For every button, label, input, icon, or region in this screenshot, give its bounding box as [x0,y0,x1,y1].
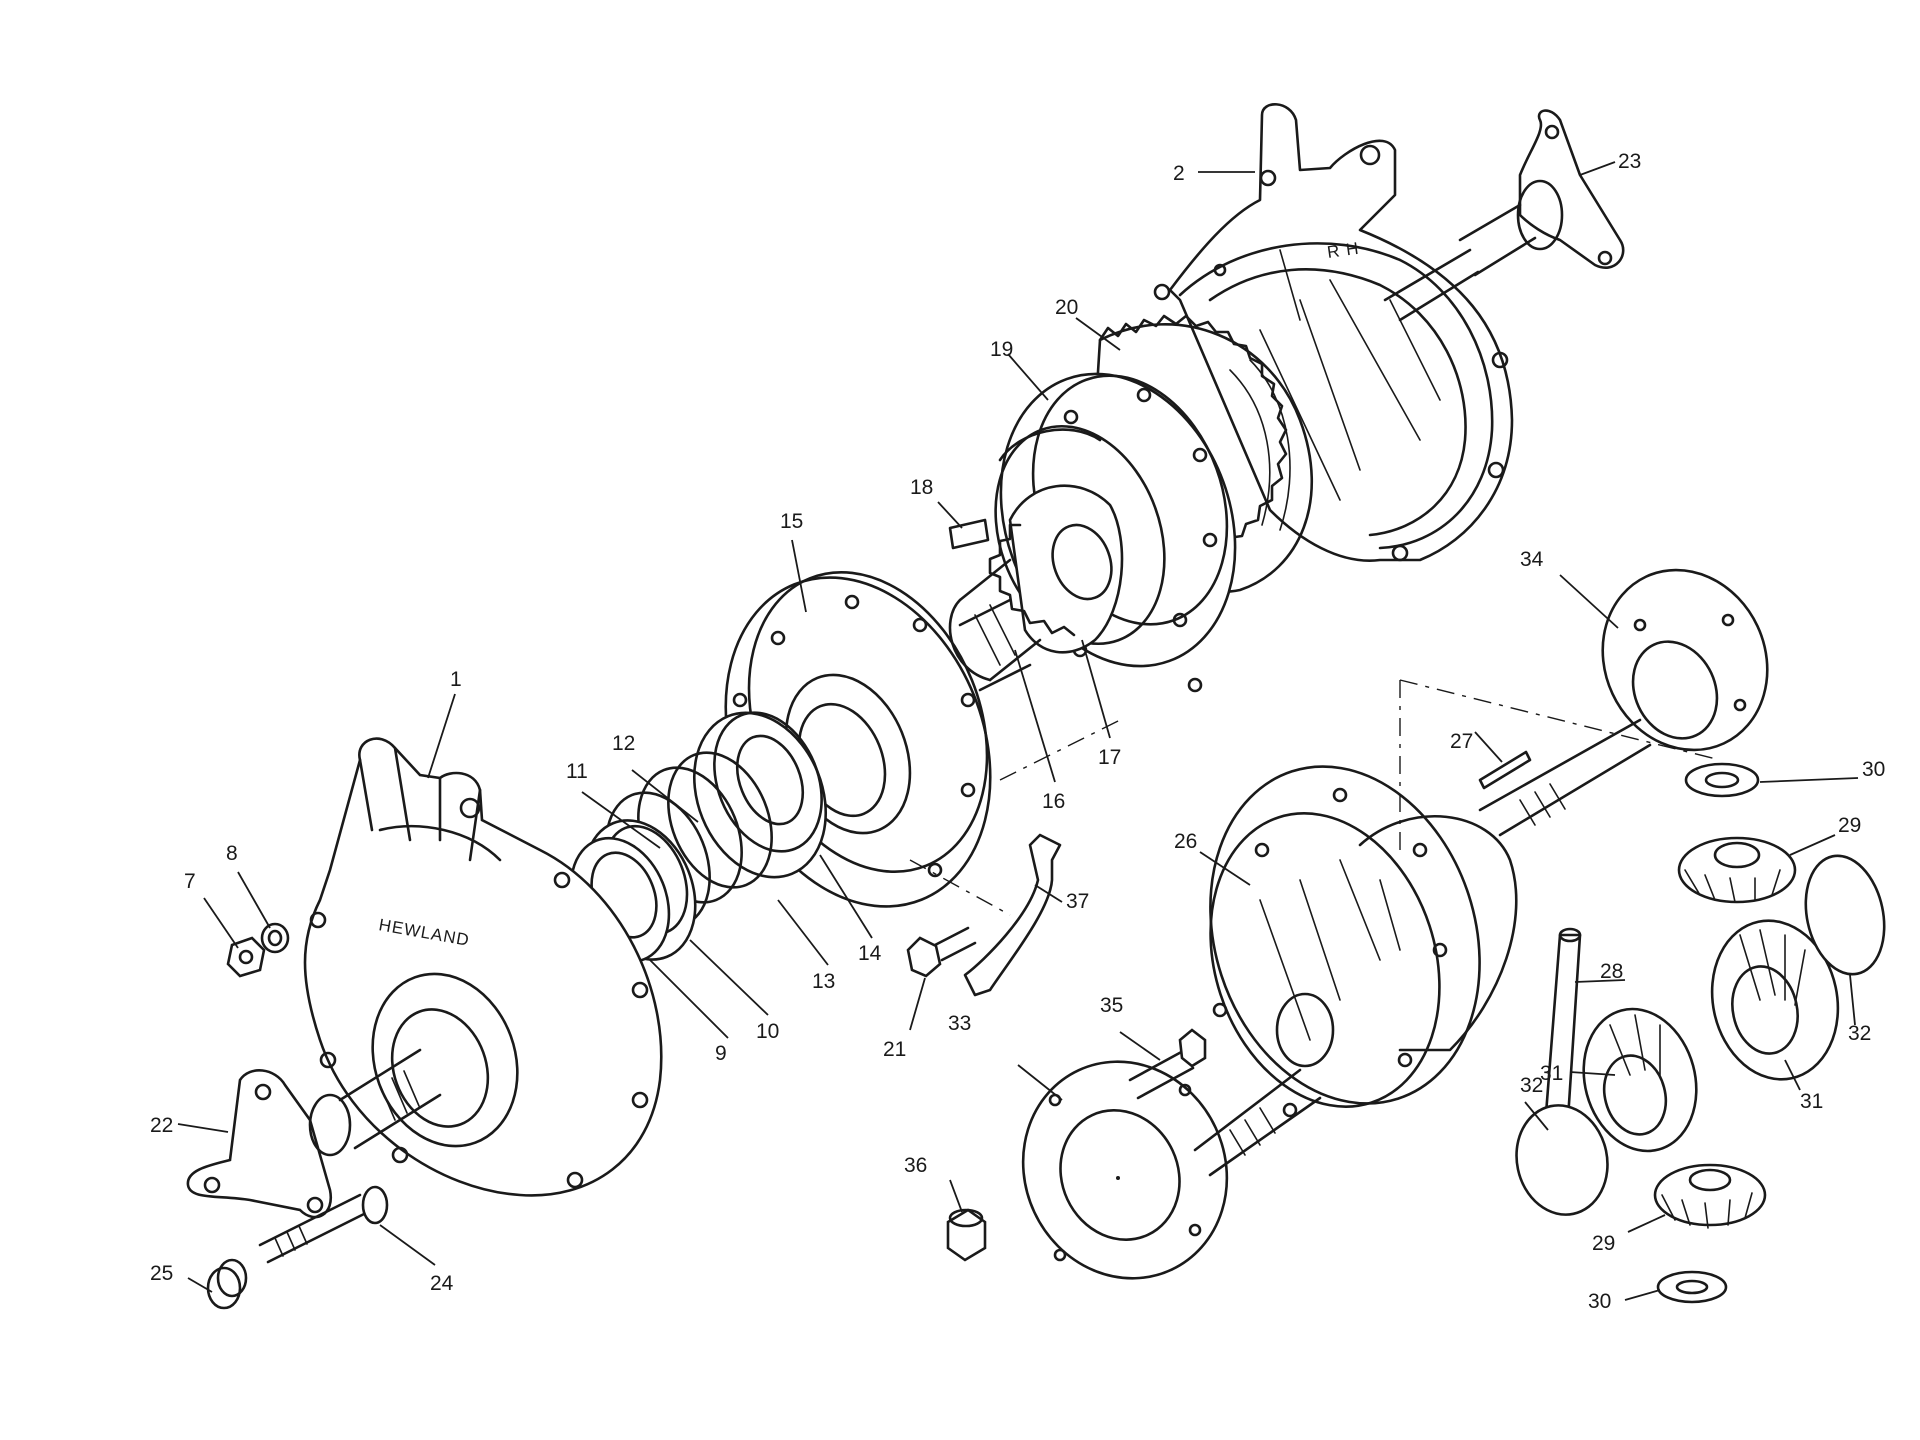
side-gear-part-31-upper [1710,919,1840,1081]
nut-part-7 [226,936,266,978]
thrust-washer-part-32-left [1515,1104,1609,1216]
thrust-washer-part-30-upper [1684,762,1760,798]
thrust-washer-part-30-lower [1656,1270,1728,1304]
callout-20: 20 [1055,296,1078,319]
callout-32-right: 32 [1848,1022,1871,1045]
callout-29-lower: 29 [1592,1232,1615,1255]
callout-37: 37 [1066,890,1089,913]
callout-2: 2 [1173,162,1185,185]
callout-31-left: 31 [1540,1062,1563,1085]
callout-17: 17 [1098,746,1121,769]
bolt-part-35 [1128,1028,1207,1100]
side-gear-part-31-lower [1582,1007,1698,1153]
callout-25: 25 [150,1262,173,1285]
part-callouts: 1 2 7 8 9 10 11 12 13 14 15 16 17 18 19 … [150,150,1885,1313]
bush-part-36 [946,1208,987,1262]
planet-gear-part-29-lower [1653,1163,1767,1229]
callout-22: 22 [150,1114,173,1137]
callout-24: 24 [430,1272,454,1295]
washer-part-8 [260,922,290,954]
callout-12: 12 [612,732,635,755]
callout-27: 27 [1450,730,1473,753]
callout-8: 8 [226,842,238,865]
output-flange-part-34 [1478,568,1769,837]
callout-23: 23 [1618,150,1641,173]
bolt-part-21 [906,926,977,978]
callout-1: 1 [450,668,462,691]
output-flange-part-33 [1021,1060,1322,1280]
callout-33: 33 [948,1012,971,1035]
callout-19: 19 [990,338,1013,361]
right-side-cover-part-2: R H [1153,103,1514,562]
callout-10: 10 [756,1020,779,1043]
callout-30-upper: 30 [1862,758,1885,781]
callout-9: 9 [715,1042,727,1065]
output-shaft-left [338,1048,442,1150]
callout-18: 18 [910,476,933,499]
callout-30-lower: 30 [1588,1290,1611,1313]
callout-29-upper: 29 [1838,814,1861,837]
callout-32-left: 32 [1520,1074,1543,1097]
callout-13: 13 [812,970,835,993]
callout-16: 16 [1042,790,1065,813]
differential-housing-part-19 [994,372,1237,693]
callout-14: 14 [858,942,882,965]
callout-15: 15 [780,510,803,533]
callout-31-right: 31 [1800,1090,1823,1113]
right-cover-marking: R H [1326,239,1361,262]
leader-lines [177,161,1859,1301]
center-lines [909,679,1721,916]
bolt-part-24 [258,1185,389,1264]
callout-36: 36 [904,1154,927,1177]
callout-26: 26 [1174,830,1197,853]
planet-gear-part-29-upper [1677,836,1797,904]
differential-case-part-26 [1209,765,1518,1118]
callout-7: 7 [184,870,196,893]
thrust-washer-part-32-right [1804,854,1886,976]
pin-part-27 [1478,750,1532,790]
callout-35: 35 [1100,994,1123,1017]
pin-part-18 [948,518,990,550]
lock-tab-part-37 [963,833,1062,997]
left-side-cover-part-1: HEWLAND [303,737,663,1197]
nut-part-25 [206,1258,248,1310]
callout-28: 28 [1600,960,1623,983]
callout-21: 21 [883,1038,906,1061]
callout-11: 11 [566,760,588,783]
circlip-part-13 [667,751,773,889]
drive-flange-part-23 [1383,109,1625,322]
drive-flange-part-22 [186,1069,352,1219]
callout-34: 34 [1520,548,1544,571]
